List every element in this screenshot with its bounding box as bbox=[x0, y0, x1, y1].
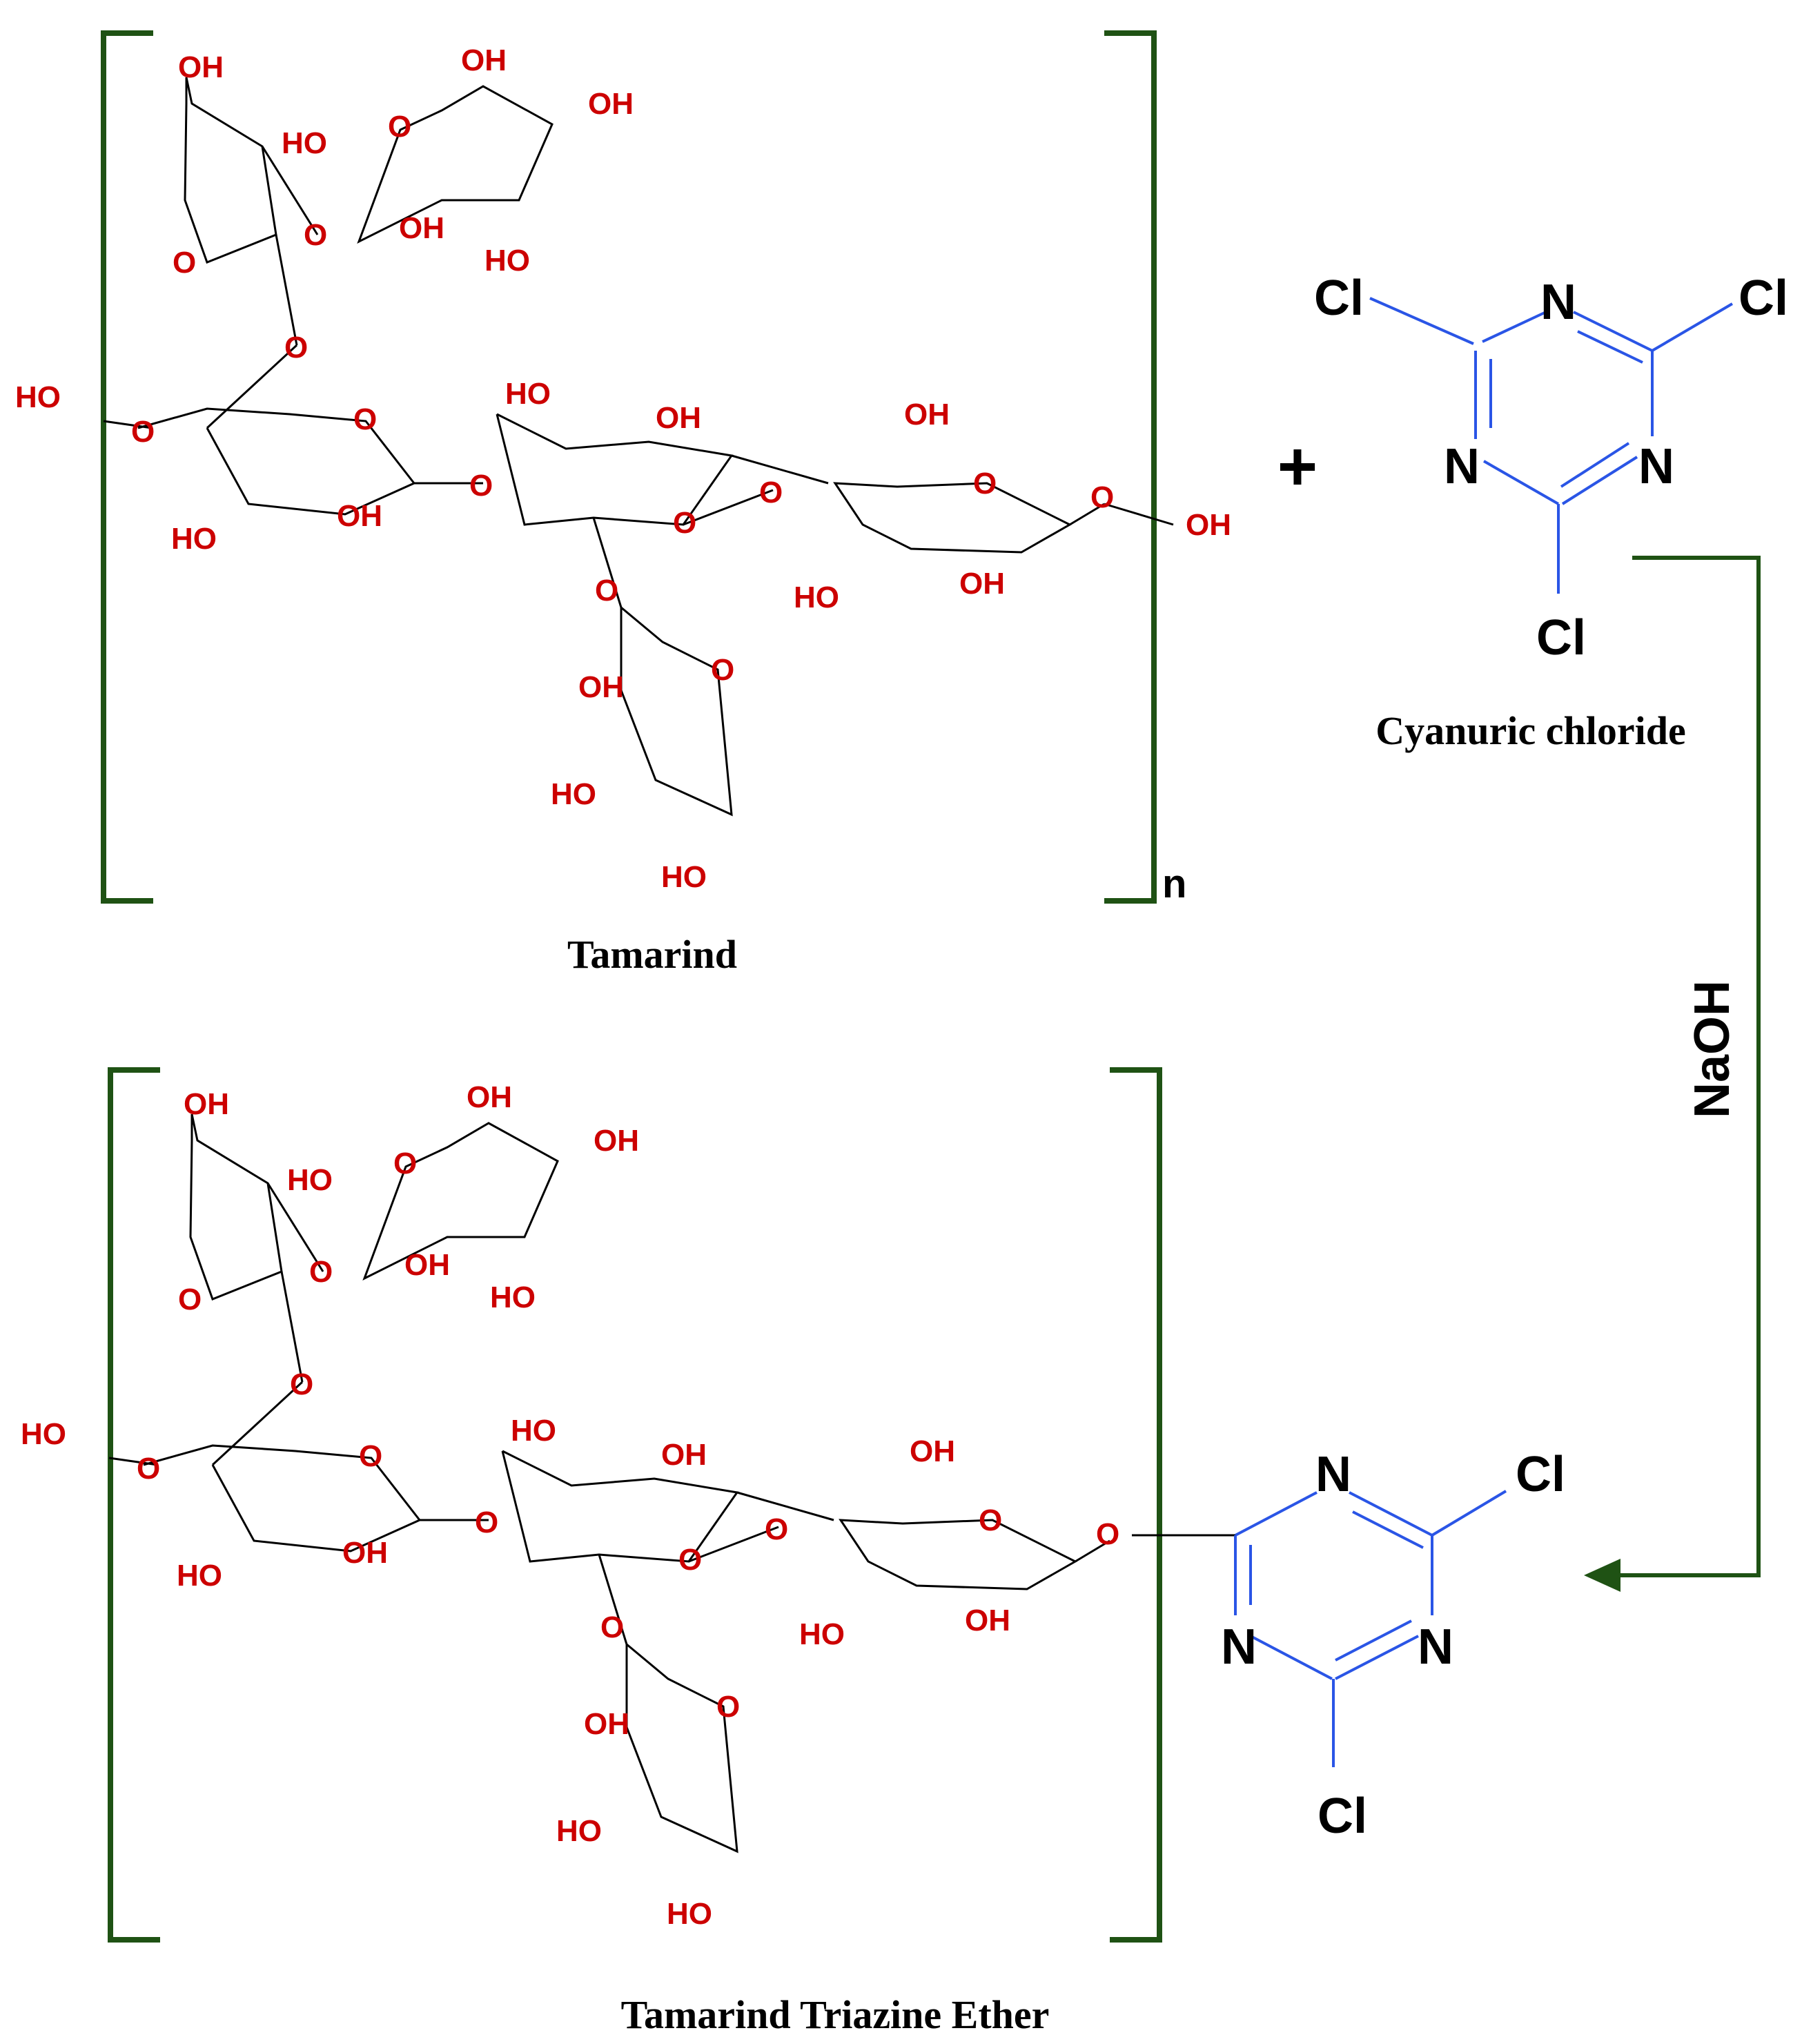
svg-text:O: O bbox=[678, 1543, 702, 1577]
svg-text:HO: HO bbox=[551, 777, 596, 811]
svg-text:OH: OH bbox=[578, 670, 624, 704]
svg-text:O: O bbox=[284, 331, 308, 364]
svg-text:HO: HO bbox=[21, 1417, 66, 1451]
cyanuric-chloride-label: Cyanuric chloride bbox=[1375, 708, 1685, 753]
svg-text:OH: OH bbox=[965, 1604, 1010, 1637]
svg-text:OH: OH bbox=[959, 567, 1005, 601]
svg-text:O: O bbox=[137, 1452, 160, 1486]
cyanuric-n-left: N bbox=[1444, 439, 1480, 494]
svg-text:O: O bbox=[178, 1283, 202, 1316]
svg-text:OH: OH bbox=[467, 1080, 512, 1114]
svg-text:OH: OH bbox=[184, 1087, 229, 1121]
svg-text:O: O bbox=[304, 218, 327, 252]
svg-text:OH: OH bbox=[342, 1536, 388, 1570]
svg-text:OH: OH bbox=[461, 43, 507, 77]
tamarind-structure: n OH OH OH HO O O OH HO O bbox=[15, 30, 1231, 977]
svg-text:O: O bbox=[765, 1512, 788, 1546]
product-structure: OH OH OH HO O O OH HO O O HO O O HO OH O… bbox=[21, 1067, 1565, 2037]
svg-text:HO: HO bbox=[661, 860, 707, 894]
tamarind-label: Tamarind bbox=[567, 932, 737, 977]
reaction-arrow: NaOH bbox=[1584, 556, 1761, 1592]
svg-text:OH: OH bbox=[656, 401, 701, 435]
svg-text:OH: OH bbox=[1186, 508, 1231, 542]
svg-text:OH: OH bbox=[337, 499, 382, 533]
svg-text:O: O bbox=[973, 467, 997, 500]
svg-text:O: O bbox=[759, 476, 783, 509]
sugar-labels: OH OH OH HO O O OH HO O O HO O O HO OH O… bbox=[15, 43, 1231, 894]
left-bracket bbox=[101, 30, 153, 904]
svg-text:OH: OH bbox=[661, 1438, 707, 1472]
svg-text:O: O bbox=[1096, 1517, 1119, 1551]
cyanuric-cl-bottom: Cl bbox=[1536, 610, 1586, 665]
product-cl-right: Cl bbox=[1516, 1447, 1565, 1502]
cyanuric-cl-left: Cl bbox=[1314, 271, 1364, 326]
svg-text:O: O bbox=[388, 110, 411, 144]
plus-sign: + bbox=[1277, 428, 1318, 505]
svg-text:HO: HO bbox=[511, 1414, 556, 1448]
product-sugar-labels: OH OH OH HO O O OH HO O O HO O O HO OH O… bbox=[21, 1080, 1119, 1931]
product-n-right: N bbox=[1418, 1619, 1453, 1675]
svg-text:OH: OH bbox=[178, 50, 224, 84]
sugar-backbone bbox=[103, 77, 1174, 817]
svg-text:OH: OH bbox=[594, 1124, 639, 1158]
svg-text:OH: OH bbox=[404, 1248, 450, 1282]
svg-text:HO: HO bbox=[177, 1559, 222, 1593]
svg-text:O: O bbox=[131, 415, 155, 449]
svg-text:HO: HO bbox=[287, 1163, 333, 1197]
cyanuric-n-right: N bbox=[1638, 439, 1674, 494]
svg-text:HO: HO bbox=[794, 581, 839, 614]
product-label: Tamarind Triazine Ether bbox=[621, 1992, 1050, 2037]
product-cl-bottom: Cl bbox=[1318, 1789, 1367, 1844]
cyanuric-n-top: N bbox=[1540, 275, 1576, 330]
svg-text:HO: HO bbox=[505, 377, 551, 411]
svg-text:O: O bbox=[600, 1610, 624, 1644]
product-n-top: N bbox=[1315, 1447, 1351, 1502]
svg-text:O: O bbox=[475, 1506, 498, 1539]
right-bracket bbox=[1104, 30, 1157, 904]
svg-text:O: O bbox=[393, 1147, 417, 1180]
svg-text:O: O bbox=[979, 1503, 1002, 1537]
svg-text:O: O bbox=[673, 506, 696, 540]
svg-text:O: O bbox=[359, 1439, 382, 1473]
svg-text:HO: HO bbox=[667, 1897, 712, 1931]
cyanuric-chloride-structure: N N N Cl Cl Cl Cyanuric chloride bbox=[1314, 271, 1788, 753]
svg-text:HO: HO bbox=[484, 244, 530, 278]
repeat-subscript: n bbox=[1162, 862, 1186, 906]
svg-text:O: O bbox=[716, 1690, 740, 1724]
svg-text:HO: HO bbox=[15, 380, 61, 414]
svg-text:HO: HO bbox=[799, 1617, 845, 1651]
svg-text:OH: OH bbox=[904, 398, 950, 431]
naoh-label: NaOH bbox=[1685, 980, 1740, 1118]
svg-text:O: O bbox=[173, 246, 196, 280]
svg-text:O: O bbox=[1090, 480, 1114, 514]
product-sugar-backbone bbox=[108, 1113, 1110, 1853]
svg-text:O: O bbox=[595, 574, 618, 607]
svg-text:O: O bbox=[290, 1367, 313, 1401]
triazine-bonds bbox=[1369, 297, 1734, 594]
svg-text:OH: OH bbox=[584, 1707, 629, 1741]
product-triazine-bonds bbox=[1234, 1490, 1507, 1767]
svg-text:HO: HO bbox=[282, 126, 327, 160]
cyanuric-cl-right: Cl bbox=[1739, 271, 1788, 326]
product-left-bracket bbox=[108, 1067, 160, 1943]
svg-text:OH: OH bbox=[399, 211, 444, 245]
svg-text:HO: HO bbox=[556, 1814, 602, 1848]
svg-text:HO: HO bbox=[490, 1281, 536, 1314]
svg-text:O: O bbox=[469, 469, 493, 503]
product-n-left: N bbox=[1221, 1619, 1257, 1675]
svg-text:OH: OH bbox=[910, 1434, 955, 1468]
svg-text:O: O bbox=[353, 402, 377, 436]
product-right-bracket bbox=[1110, 1067, 1162, 1943]
svg-text:HO: HO bbox=[171, 522, 217, 556]
svg-text:O: O bbox=[711, 653, 734, 687]
svg-text:O: O bbox=[309, 1255, 333, 1289]
svg-text:OH: OH bbox=[588, 87, 634, 121]
